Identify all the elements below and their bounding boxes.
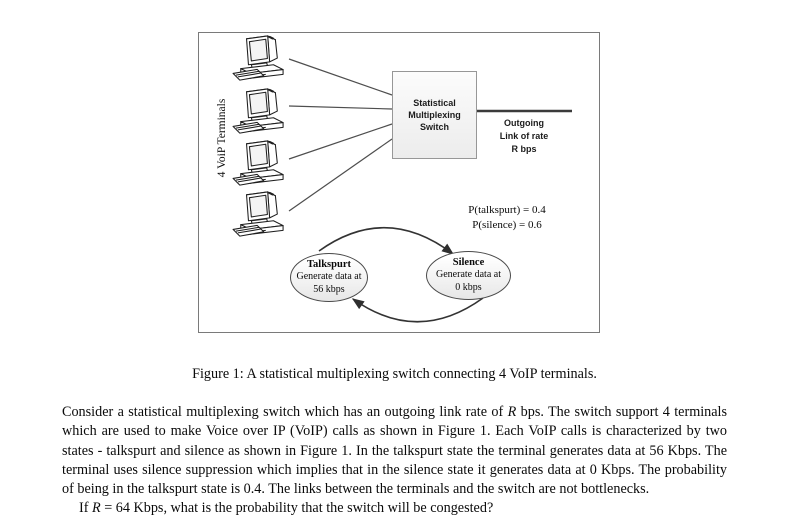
desktop-computer-icon xyxy=(231,34,289,84)
problem-question: If R = 64 Kbps, what is the probability … xyxy=(62,499,727,518)
diagram-connectors xyxy=(288,58,572,323)
problem-text: Consider a statistical multiplexing swit… xyxy=(62,403,727,519)
talkspurt-state-node: Talkspurt Generate data at 56 kbps xyxy=(290,253,368,302)
desktop-computer-icon xyxy=(231,139,289,189)
state-rate: 0 kbps xyxy=(455,281,482,293)
state-rate: 56 kbps xyxy=(313,283,345,295)
silence-state-node: Silence Generate data at 0 kbps xyxy=(426,251,511,300)
outgoing-link-label: Outgoing Link of rate R bps xyxy=(499,118,549,154)
math-var-R: R xyxy=(507,404,517,420)
talkspurt-to-silence-arrow xyxy=(318,226,455,255)
state-name: Silence xyxy=(452,257,485,269)
state-probabilities-label: P(talkspurt) = 0.4 P(silence) = 0.6 xyxy=(468,204,546,231)
desktop-computer-icon xyxy=(231,190,289,240)
switch-label: Statistical Multiplexing Switch xyxy=(408,98,461,132)
paragraph-segment: bps. The switch support 4 terminals whic… xyxy=(62,404,728,498)
paragraph-segment: Consider a statistical multiplexing swit… xyxy=(62,404,504,420)
desktop-computer-icon xyxy=(231,87,289,137)
terminal-link-line xyxy=(288,105,393,110)
figure-caption: Figure 1: A statistical multiplexing swi… xyxy=(192,366,597,382)
problem-paragraph: Consider a statistical multiplexing swit… xyxy=(62,403,727,499)
figure-1-diagram: 4 VoiP Terminals Statistical Multiplexin… xyxy=(198,32,600,333)
terminal-link-line xyxy=(288,123,393,160)
question-segment: If xyxy=(79,500,89,517)
silence-to-talkspurt-arrow xyxy=(351,297,484,323)
terminal-link-line xyxy=(288,58,393,96)
state-desc: Generate data at xyxy=(296,271,362,283)
state-desc: Generate data at xyxy=(436,269,501,281)
terminal-link-line xyxy=(288,138,393,212)
state-name: Talkspurt xyxy=(307,259,351,271)
math-var-R: R xyxy=(92,500,101,517)
statistical-multiplexing-switch-node: Statistical Multiplexing Switch xyxy=(392,71,477,159)
terminals-axis-label: 4 VoiP Terminals xyxy=(216,98,228,178)
question-segment: = 64 Kbps, what is the probability that … xyxy=(104,500,494,517)
